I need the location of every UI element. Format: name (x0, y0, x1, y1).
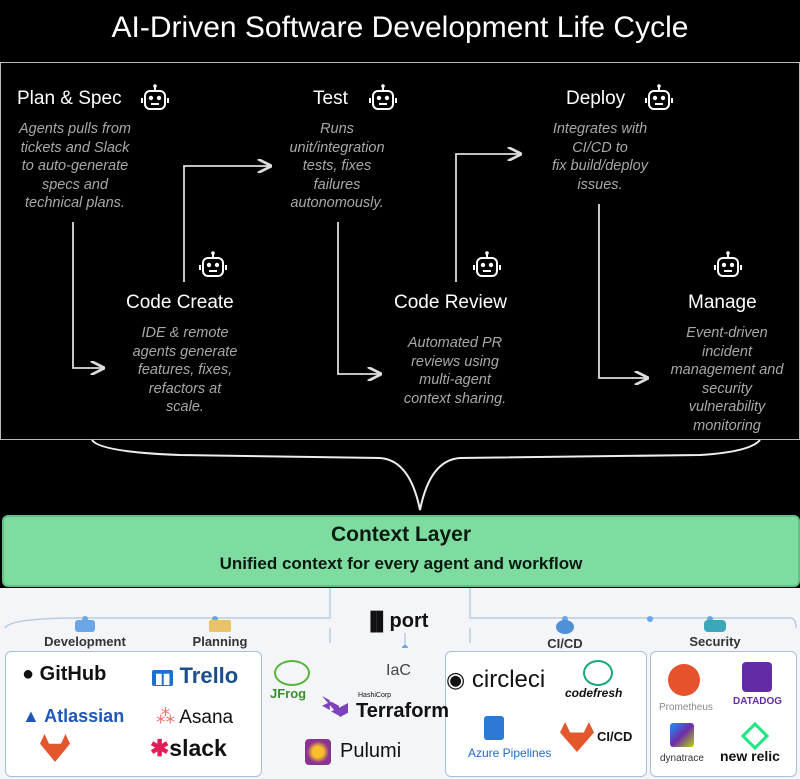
prometheus-icon (668, 664, 700, 696)
planning-icon (209, 620, 231, 632)
dev-planning-box (5, 651, 262, 777)
stage-title-create: Code Create (126, 292, 234, 313)
robot-icon (714, 251, 742, 277)
flow-arrows (72, 0, 761, 511)
arrow-plan-to-create (72, 222, 103, 368)
prometheus-logo: Prometheus (659, 702, 713, 713)
robot-icon (199, 251, 227, 277)
github-logo: ● GitHub (22, 663, 107, 685)
page-title: AI-Driven Software Development Life Cycl… (111, 11, 689, 44)
circleci-logo: ◉ circleci (446, 666, 546, 693)
atlassian-logo: ▲ Atlassian (22, 706, 125, 726)
cicd-box (445, 651, 647, 777)
pulumi-logo: Pulumi (340, 740, 402, 762)
context-layer-title: Context Layer (330, 523, 472, 546)
robot-icon (645, 84, 673, 110)
azure-pipelines-icon (484, 716, 504, 740)
gitlab-cicd-logo: CI/CD (597, 729, 633, 744)
robot-icon (369, 84, 397, 110)
port-logo: ▐▌port (364, 610, 429, 632)
stage-title-test: Test (313, 88, 348, 109)
terraform-icon (322, 696, 348, 717)
gear-icon (556, 620, 574, 634)
converging-brace (91, 439, 761, 511)
lifecycle-panel (0, 62, 800, 440)
category-security: Security (660, 620, 770, 649)
category-development: Development (30, 620, 140, 649)
hub-connectors (4, 588, 797, 648)
robot-icon (473, 251, 501, 277)
trello-logo: ▮▮ Trello (152, 663, 238, 689)
newrelic-logo: new relic (720, 748, 780, 764)
azure-pipelines-logo: Azure Pipelines (468, 746, 552, 760)
category-planning: Planning (165, 620, 275, 649)
stage-title-deploy: Deploy (566, 88, 626, 109)
terraform-logo: Terraform (356, 700, 449, 722)
security-icon (704, 620, 726, 632)
arrow-review-to-deploy (455, 154, 520, 282)
dynatrace-logo: dynatrace (660, 753, 704, 764)
codefresh-icon (583, 660, 613, 686)
development-icon (75, 620, 95, 632)
stage-title-manage: Manage (688, 292, 757, 313)
datadog-logo: DATADOG (733, 696, 783, 707)
codefresh-logo: codefresh (565, 686, 623, 700)
iac-label: IaC (386, 662, 411, 679)
dynatrace-icon (670, 723, 694, 747)
context-layer: Context Layer Unified context for every … (2, 515, 800, 587)
pulumi-icon (305, 739, 331, 765)
arrow-create-to-test (183, 166, 270, 282)
arrow-test-to-review (337, 222, 380, 374)
context-layer-subtitle: Unified context for every agent and work… (219, 554, 583, 573)
robot-icon (141, 84, 169, 110)
stage-title-review: Code Review (394, 292, 507, 313)
datadog-icon (742, 662, 772, 692)
frog-icon (274, 660, 310, 686)
category-cicd: CI/CD (510, 620, 620, 651)
hashicorp-label: HashiCorp (358, 692, 392, 699)
tools-area: ▐▌port Development Planning CI/CD Securi… (0, 588, 800, 779)
stage-title-plan: Plan & Spec (17, 88, 122, 109)
slack-logo: ✱slack (150, 735, 227, 761)
arrow-deploy-to-manage (598, 204, 647, 378)
asana-logo: ⁂ Asana (156, 707, 234, 728)
jfrog-logo: JFrog (270, 660, 310, 701)
